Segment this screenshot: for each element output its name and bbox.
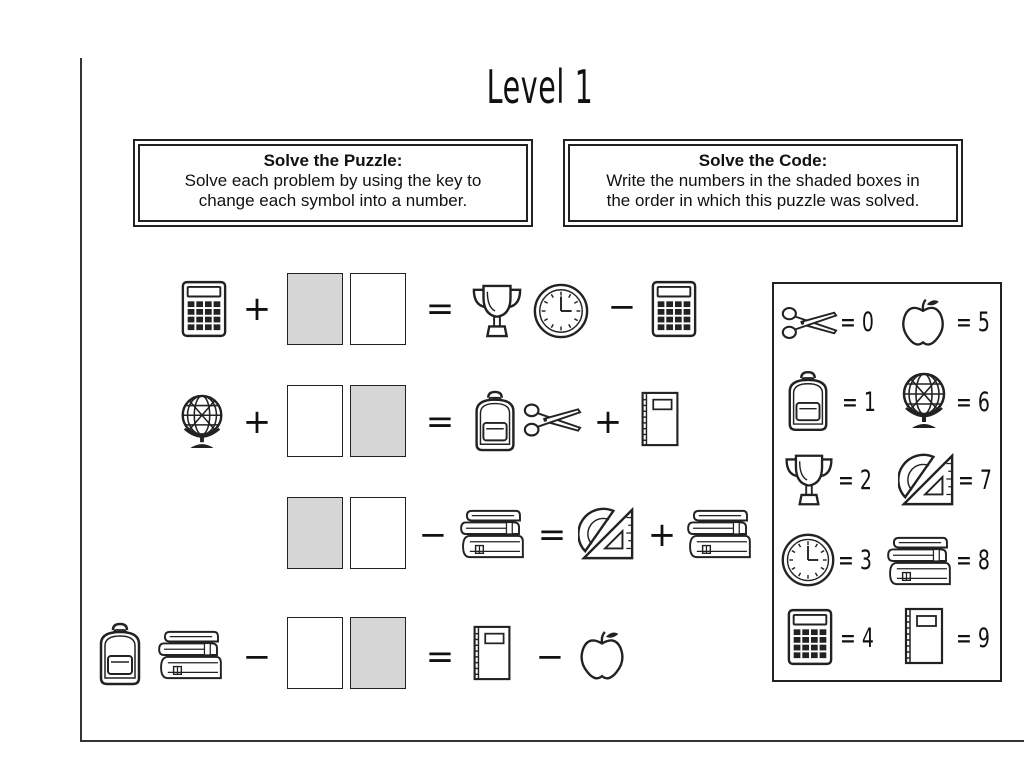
- trophy-icon: [782, 452, 836, 508]
- clock-icon: [780, 532, 836, 588]
- protractor-icon: [898, 450, 956, 508]
- notebook-icon: [470, 624, 514, 682]
- minus-sign: −: [418, 515, 448, 555]
- trophy-icon: [470, 282, 524, 340]
- equals-sign: =: [425, 402, 455, 442]
- key-value-clock: = 3: [838, 545, 872, 576]
- plus-sign: +: [242, 402, 272, 442]
- clock-icon: [532, 282, 590, 340]
- scissors-icon: [780, 304, 838, 342]
- key-value-apple: = 5: [956, 307, 990, 338]
- minus-sign: −: [242, 637, 272, 677]
- symbol-key: [772, 282, 1002, 682]
- apple-icon: [578, 628, 626, 682]
- answer-box[interactable]: [287, 617, 343, 689]
- key-value-notebook: = 9: [956, 623, 990, 654]
- answer-box-shaded[interactable]: [350, 617, 406, 689]
- minus-sign: −: [535, 637, 565, 677]
- solve-code-box: Solve the Code: Write the numbers in the…: [563, 139, 963, 227]
- calculator-icon: [650, 280, 698, 338]
- books-icon: [685, 507, 753, 561]
- plus-sign: +: [647, 515, 677, 555]
- answer-box[interactable]: [350, 497, 406, 569]
- answer-box-shaded[interactable]: [287, 273, 343, 345]
- key-value-calculator: = 4: [840, 623, 874, 654]
- answer-box-shaded[interactable]: [350, 385, 406, 457]
- solve-puzzle-line2: change each symbol into a number.: [198, 191, 468, 210]
- equals-sign: =: [425, 637, 455, 677]
- answer-box-shaded[interactable]: [287, 497, 343, 569]
- solve-code-line2: the order in which this puzzle was solve…: [606, 191, 920, 210]
- globe-icon: [896, 370, 952, 430]
- backpack-icon: [95, 622, 145, 686]
- equals-sign: =: [425, 289, 455, 329]
- worksheet-border: [80, 58, 1024, 742]
- notebook-icon: [902, 606, 946, 666]
- notebook-icon: [638, 390, 682, 448]
- books-icon: [156, 628, 224, 682]
- books-icon: [884, 534, 954, 588]
- key-value-books: = 8: [956, 545, 990, 576]
- key-value-scissors: = 0: [840, 307, 874, 338]
- backpack-icon: [470, 390, 520, 452]
- equals-sign: =: [537, 515, 567, 555]
- answer-box[interactable]: [350, 273, 406, 345]
- key-value-backpack: = 1: [842, 387, 876, 418]
- plus-sign: +: [593, 402, 623, 442]
- solve-code-heading: Solve the Code:: [698, 151, 828, 170]
- apple-icon: [898, 296, 948, 348]
- protractor-icon: [578, 504, 636, 562]
- minus-sign: −: [607, 287, 637, 327]
- key-value-globe: = 6: [956, 387, 990, 418]
- solve-code-line1: Write the numbers in the shaded boxes in: [606, 171, 920, 190]
- backpack-icon: [784, 370, 832, 432]
- globe-icon: [175, 392, 229, 450]
- scissors-icon: [522, 400, 582, 440]
- calculator-icon: [180, 280, 228, 338]
- solve-puzzle-heading: Solve the Puzzle:: [263, 151, 403, 170]
- solve-puzzle-box: Solve the Puzzle: Solve each problem by …: [133, 139, 533, 227]
- key-value-protractor: = 7: [958, 465, 992, 496]
- solve-puzzle-line1: Solve each problem by using the key to: [184, 171, 482, 190]
- answer-box[interactable]: [287, 385, 343, 457]
- calculator-icon: [786, 608, 834, 666]
- plus-sign: +: [242, 289, 272, 329]
- books-icon: [458, 507, 526, 561]
- page-title: Level 1: [486, 60, 594, 114]
- key-value-trophy: = 2: [838, 465, 872, 496]
